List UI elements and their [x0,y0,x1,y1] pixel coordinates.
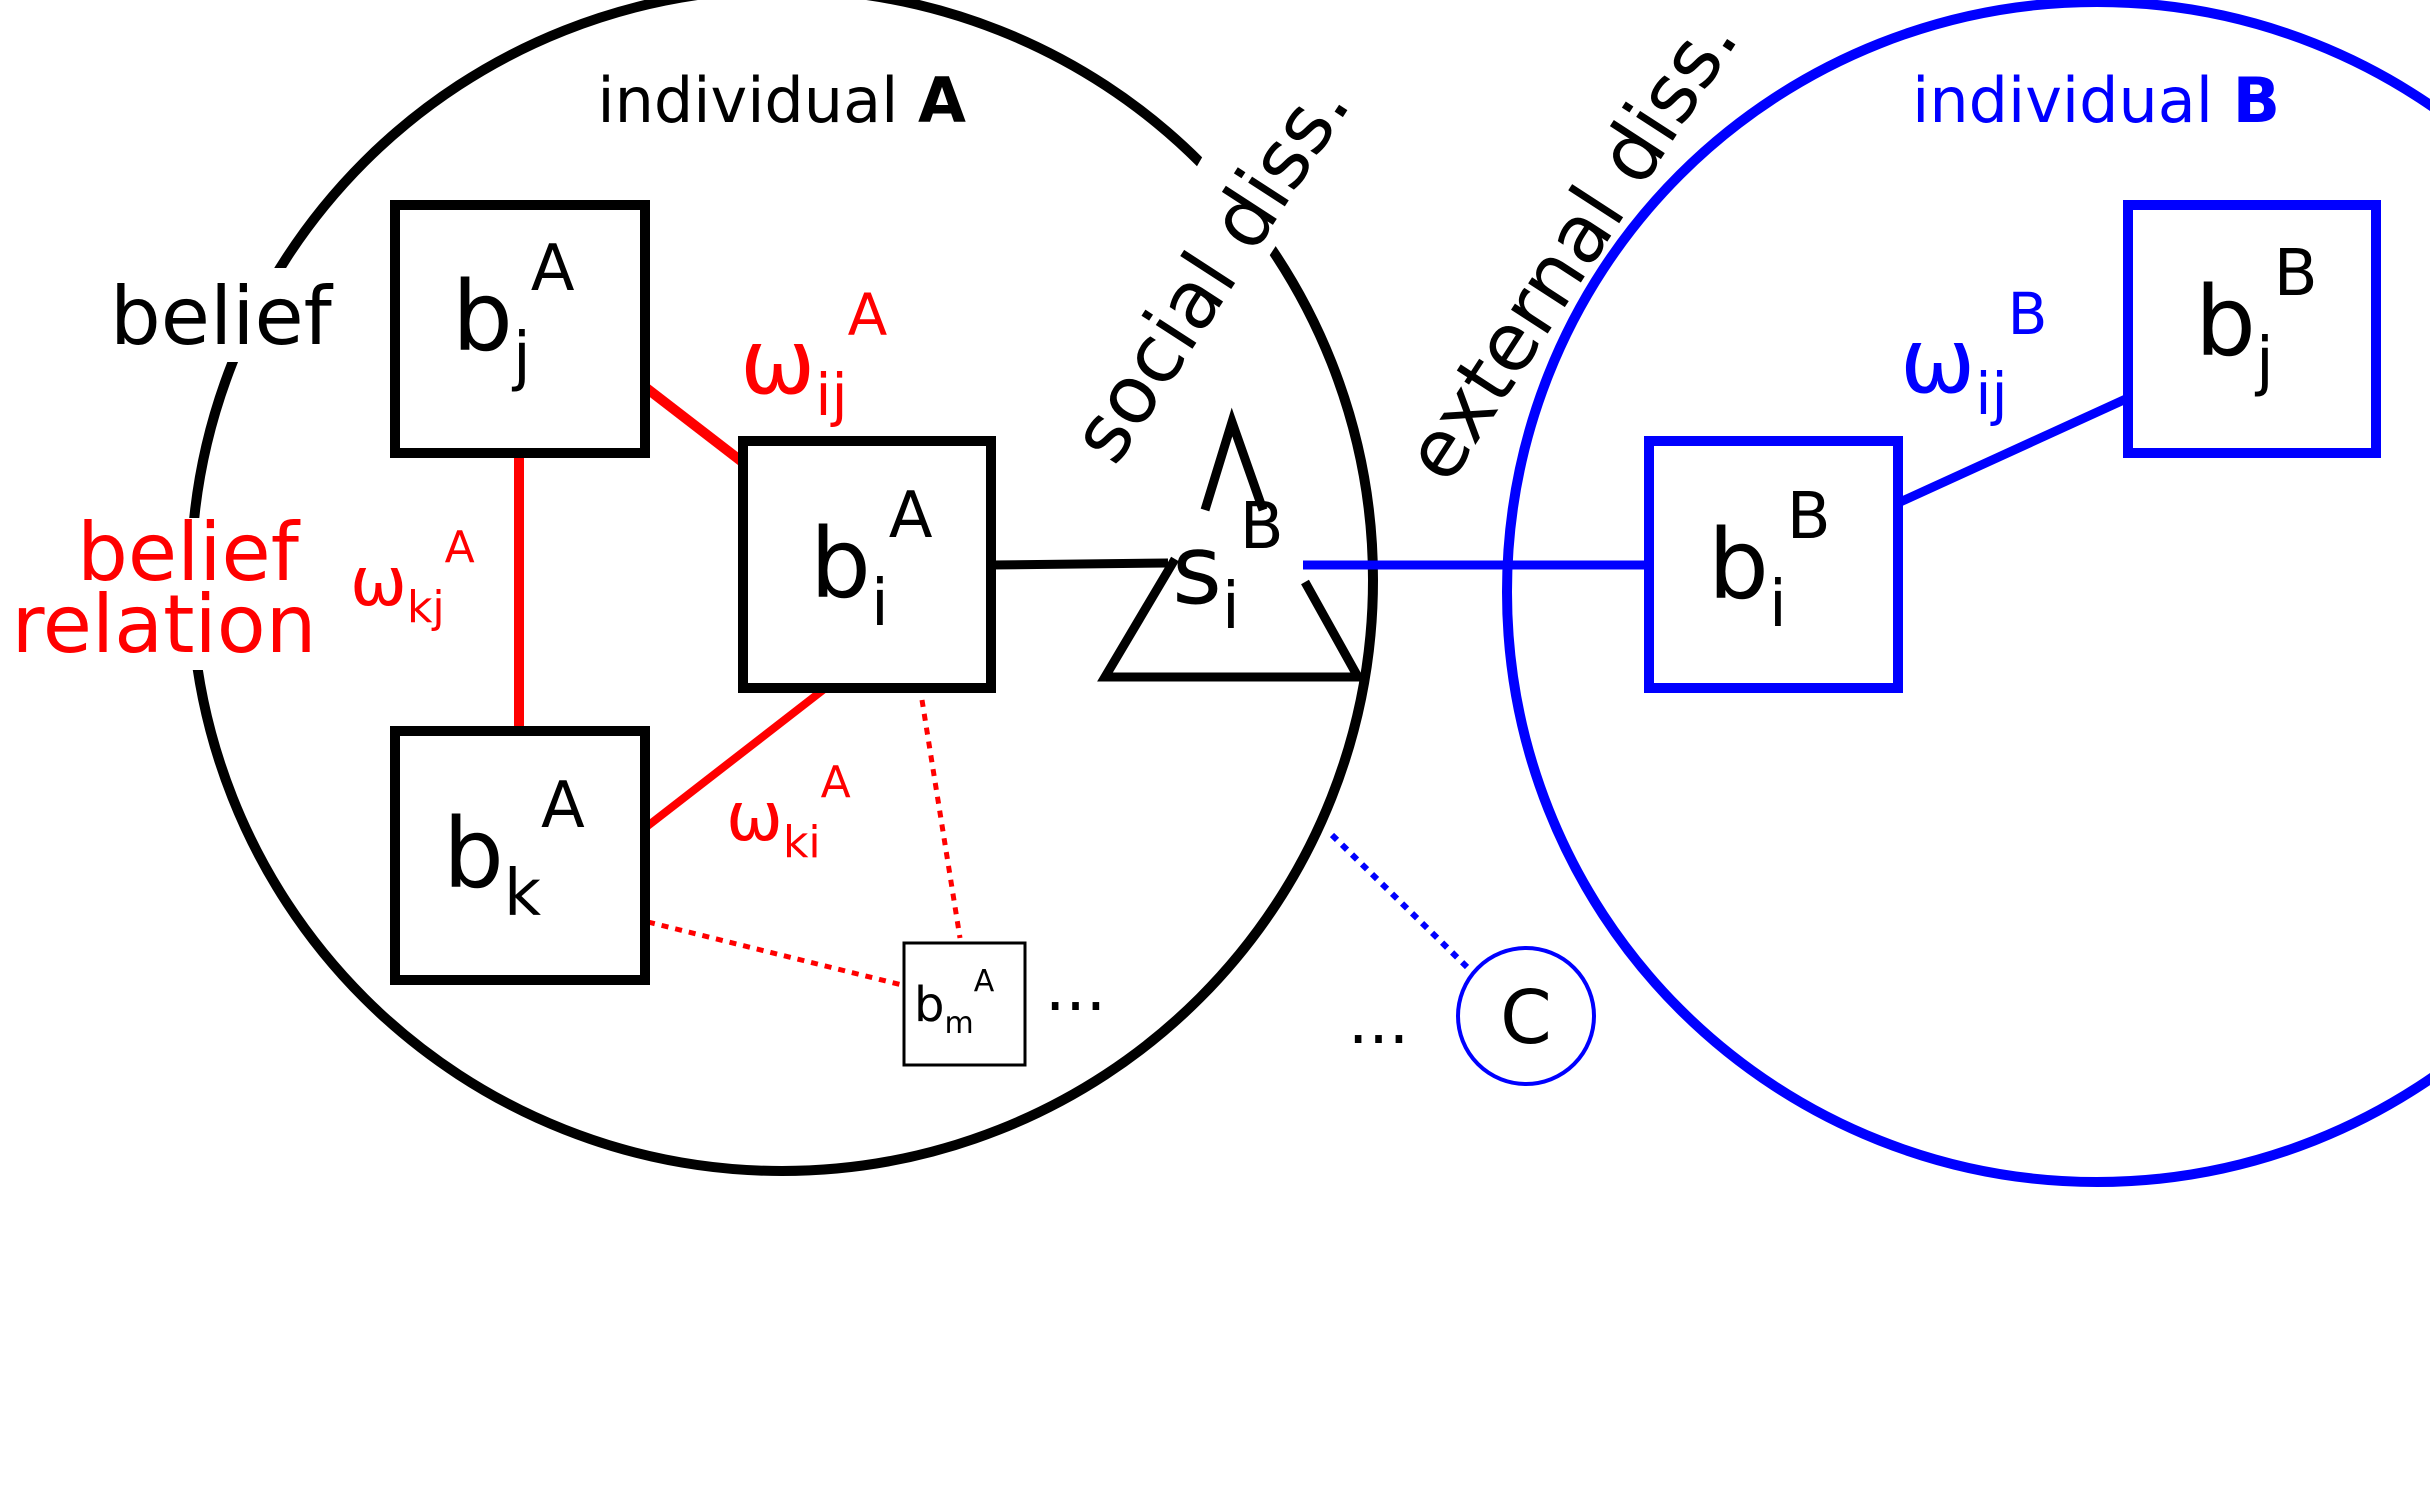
social-diss-label: social diss. [1053,63,1368,479]
belief-label-gap [105,268,350,362]
belief-bj-a-label: bjA [452,232,575,394]
belief-bi-b-label: biB [1708,480,1831,642]
belief-node-bj-a [390,200,650,458]
belief-bi-a-label: biA [810,479,933,641]
weight-w-kj-a-label: ωkjA [350,522,475,633]
belief-bk-a-label: bkA [443,769,585,931]
belief-node-bi-a [738,436,996,693]
belief-bj-b-label: bjB [2195,237,2318,399]
belief-label: belief [110,270,334,363]
more-beliefs-ellipsis: ... [1045,952,1106,1026]
more-individuals-ellipsis: ... [1348,985,1409,1059]
individual-c-circle [1456,946,1596,1086]
individual-b-label: individual B [1912,64,2280,137]
belief-node-bi-b [1644,436,1903,693]
edge-bi-b-bj-b [1896,393,2130,508]
edge-bi-a-si-b [990,558,1169,570]
belief-relation-label-line1: belief [77,506,301,599]
social-signal-triangle [1097,407,1366,682]
individual-a-label: individual A [597,64,966,137]
individual-c-label: C [1500,975,1552,1061]
edge-bi-bm-a [919,699,963,939]
social-diss-label-gap [1030,40,1365,468]
edge-bk-bm-a [647,919,903,988]
edge-bk-bi-a [642,686,826,832]
belief-node-bj-b [2123,200,2381,458]
social-signal-label: siB [1172,490,1284,644]
belief-relation-label-line2: relation [12,578,317,671]
edge-a-c [1329,832,1470,970]
belief-relation-label-gap [0,518,328,670]
weight-w-ki-a-label: ωkiA [726,757,851,868]
edge-bj-bi-a [641,383,745,465]
individual-b-circle [1502,0,2430,1187]
external-diss-label: external diss. [1386,0,1756,497]
weight-w-ij-b-label: ωijB [1900,280,2047,428]
belief-bm-a-label: bmA [914,964,995,1041]
belief-node-bm-a [902,941,1027,1067]
belief-node-bk-a [390,726,650,985]
weight-w-ij-a-label: ωijA [740,281,888,429]
